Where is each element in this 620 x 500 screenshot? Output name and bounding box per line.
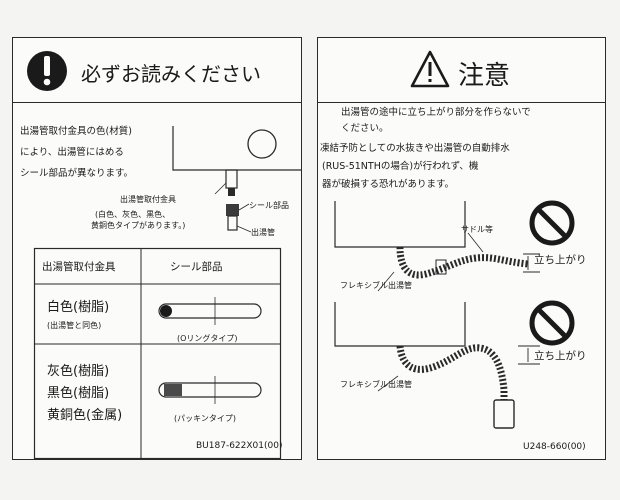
warning-triangle-icon (410, 50, 450, 88)
table-col2-header: シール部品 (170, 261, 223, 273)
notice-card-caution: 注意 出湯管の途中に立ち上がり部分を作らないで ください。 凍結予防としての水抜… (317, 37, 606, 460)
caution-line-4: (RUS-51NTHの場合)が行われず、機 (322, 161, 479, 172)
row1-part: (Oリングタイプ) (177, 334, 238, 343)
unit-diagram (172, 126, 301, 233)
exclamation-circle-icon (27, 51, 67, 91)
fig2-rise-label: 立ち上がり (534, 350, 587, 362)
card-title: 注意 (458, 61, 511, 91)
caution-line-1: 出湯管の途中に立ち上がり部分を作らないで (341, 107, 531, 118)
row1-label: 白色(樹脂) (47, 300, 110, 315)
o-ring-icon (158, 297, 262, 325)
fig2-pipe-label: フレキシブル出湯管 (340, 380, 412, 389)
doc-code: U248-660(00) (523, 442, 586, 452)
row2-part: (パッキンタイプ) (174, 414, 237, 423)
card-title: 必ずお読みください (81, 62, 261, 86)
packing-icon (158, 376, 262, 404)
card-header: 必ずお読みください (13, 38, 301, 103)
callout-seal: シール部品 (249, 201, 289, 210)
fig1-rise-label: 立ち上がり (534, 254, 587, 266)
body-line-1: 出湯管取付金具の色(材質) (20, 126, 132, 137)
body-line-2: により、出湯管にはめる (20, 147, 124, 158)
caution-line-5: 器が破損する恐れがあります。 (322, 179, 455, 190)
caution-line-3: 凍結予防としての水抜きや出湯管の自動排水 (320, 143, 510, 154)
caution-line-2: ください。 (341, 123, 389, 134)
row2-label-1: 灰色(樹脂) (47, 364, 110, 379)
row2-label-2: 黒色(樹脂) (47, 386, 110, 401)
body-line-3: シール部品が異なります。 (20, 168, 134, 179)
caution-diagrams (334, 200, 575, 429)
table-col1-header: 出湯管取付金具 (42, 261, 116, 273)
row1-note: (出湯管と同色) (47, 321, 102, 330)
callout-pipe: 出湯管 (251, 228, 275, 237)
callout-fitting-note-1: (白色、灰色、黒色、 (95, 210, 171, 219)
doc-code: BU187-622X01(00) (196, 441, 283, 451)
row2-label-3: 黄銅色(金属) (47, 408, 123, 423)
prohibited-icon (529, 300, 575, 346)
card-header: 注意 (318, 38, 605, 103)
callout-fitting-note-2: 黄銅色タイプがあります。) (91, 221, 186, 230)
notice-card-read-carefully: 必ずお読みください 出湯管取付金具の色(材質) により、出湯管にはめる シール部… (12, 37, 302, 460)
prohibited-icon (529, 200, 575, 246)
fig1-pipe-label: フレキシブル出湯管 (340, 281, 412, 290)
callout-fitting: 出湯管取付金具 (120, 195, 176, 204)
table-grid (33, 247, 282, 460)
seal-table: 出湯管取付金具 シール部品 白色(樹脂) (出湯管と同色) (Oリングタイプ) … (33, 247, 282, 460)
fig1-saddle-label: サドル等 (461, 225, 493, 234)
